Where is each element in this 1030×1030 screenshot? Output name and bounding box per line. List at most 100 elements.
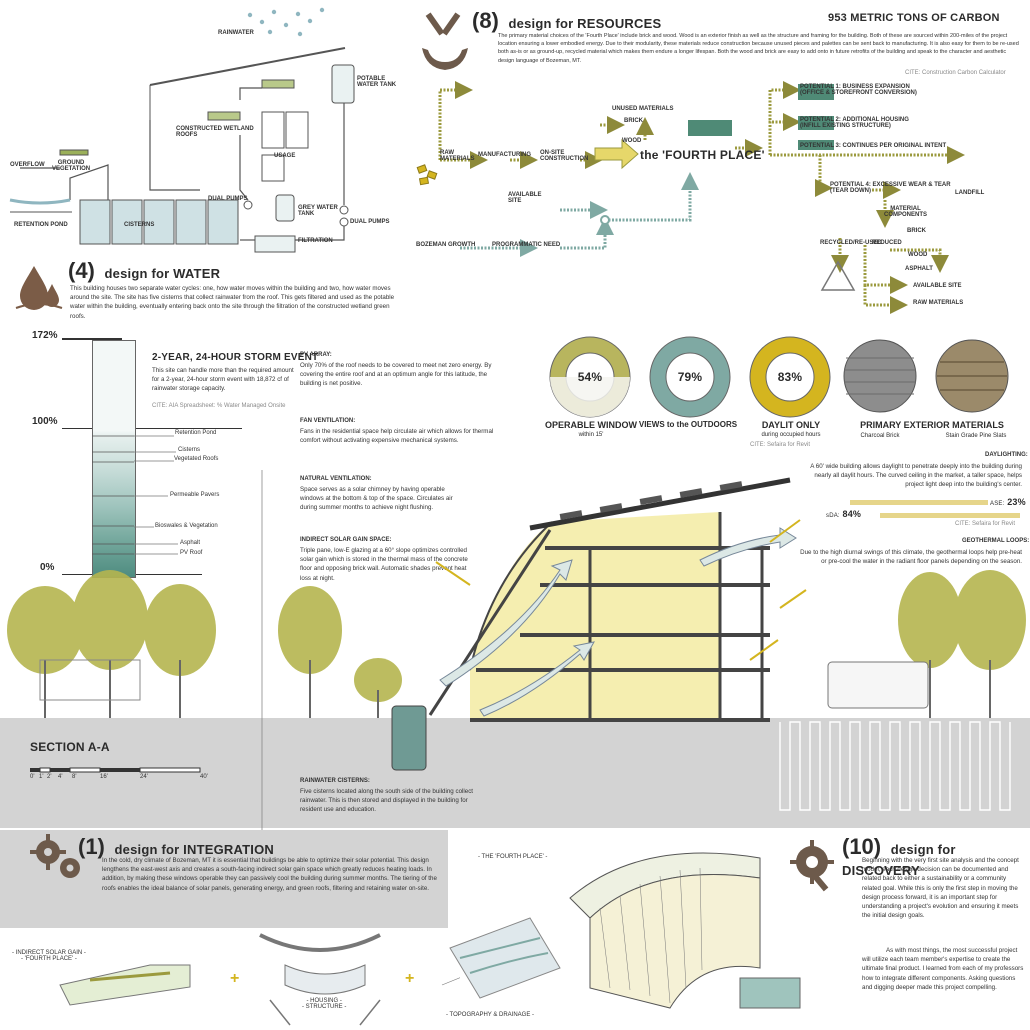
scale-0: 0' (30, 774, 35, 780)
integration-band (0, 830, 448, 928)
label-cisterns: CISTERNS (124, 222, 155, 228)
discovery-body: Beginning with the very first site analy… (862, 857, 1019, 920)
fan-body: Fans in the residential space help circu… (300, 428, 494, 445)
label-available-site-2: AVAILABLE SITE (913, 283, 962, 289)
gauge-sub-3: during occupied hours (761, 432, 821, 438)
storm-title: 2-YEAR, 24-HOUR STORM EVENT (152, 352, 319, 363)
section-title: SECTION A-A (30, 740, 110, 754)
storm-pct-0: 0% (40, 562, 55, 573)
building-section-drawing (0, 470, 1030, 830)
daylight-cite: CITE: Sefaira for Revit (955, 521, 1016, 527)
scale-16: 16' (100, 774, 108, 780)
storm-pct-172: 172% (32, 330, 58, 341)
discovery-body-2: As with most things, the most successful… (862, 947, 1024, 991)
label-filtration: FILTRATION (298, 238, 333, 244)
scale-4: 4' (58, 774, 63, 780)
gauge-sub-1: within 15' (578, 432, 604, 438)
recycle-icon (820, 260, 856, 291)
label-unused-materials: UNUSED MATERIALS (612, 106, 674, 112)
resources-cite: CITE: Construction Carbon Calculator (905, 70, 1006, 76)
gauge-cite: CITE: Sefaira for Revit (750, 442, 811, 448)
sda-bar (880, 513, 1020, 518)
label-raw-materials: RAW MATERIALS (440, 150, 475, 162)
sketch-label-3: - TOPOGRAPHY & DRAINAGE - (446, 1012, 535, 1018)
nat-body: Space serves as a solar chimney by havin… (300, 486, 453, 512)
sda-lbl: sDA: (826, 513, 840, 519)
label-wood: WOOD (622, 138, 642, 144)
label-reduced: REDUCED (872, 240, 902, 246)
fourth-place-label: the 'FOURTH PLACE' (640, 148, 765, 162)
svg-text:+: + (230, 970, 239, 987)
gauge-label-1: OPERABLE WINDOW (545, 420, 637, 430)
pv-head: PV ARRAY: (300, 352, 332, 358)
sketch-label-4: - THE 'FOURTH PLACE' - (478, 854, 548, 860)
label-potable-tank: POTABLE WATER TANK (357, 76, 397, 88)
label-ground-vegetation: GROUND VEGETATION (52, 160, 91, 172)
gauge-daylit (749, 336, 831, 418)
cistern-body: Five cisterns located along the south si… (300, 788, 474, 814)
integration-heading-num: (1) (78, 834, 105, 859)
label-wetland-roofs: CONSTRUCTED WETLAND ROOFS (176, 126, 254, 138)
gauge-label-3: DAYLIT ONLY (761, 420, 821, 430)
cistern-head: RAINWATER CISTERNS: (300, 778, 370, 784)
label-landfill: LANDFILL (955, 190, 985, 196)
scale-40: 40' (200, 774, 208, 780)
resources-heading-title: design for RESOURCES (508, 16, 662, 31)
gauge-label-2: VIEWS to the OUTDOORS (638, 420, 738, 429)
label-dual-pumps-2: DUAL PUMPS (350, 219, 390, 225)
label-grey-tank: GREY WATER TANK (298, 205, 338, 217)
storm-item-asphalt: Asphalt (180, 540, 201, 546)
svg-text:+: + (405, 970, 414, 987)
storm-cite: CITE: AIA Spreadsheet: % Water Managed O… (152, 403, 286, 409)
storm-item-permeable-pavers: Permeable Pavers (170, 492, 220, 498)
gauges-svg (549, 336, 831, 418)
label-available-site: AVAILABLE SITE (508, 192, 542, 204)
label-asphalt: ASPHALT (905, 266, 933, 272)
label-raw-materials-2: RAW MATERIALS (913, 300, 964, 306)
sketch-label-2: - HOUSING - - STRUCTURE - (302, 998, 347, 1010)
scale-8: 8' (72, 774, 77, 780)
label-brick: BRICK (624, 118, 643, 124)
storm-item-pv-roof: PV Roof (180, 550, 203, 556)
concept-sketches: + + (59, 933, 460, 1026)
label-usage: USAGE (274, 153, 296, 159)
water-drop-icon (15, 266, 63, 310)
label-potential-3: POTENTIAL 3: CONTINUES PER ORIGINAL INTE… (800, 143, 947, 149)
label-onsite-construction: ON-SITE CONSTRUCTION (540, 150, 589, 162)
label-bozeman-growth: BOZEMAN GROWTH (416, 242, 476, 248)
gauge-operable-window (549, 336, 631, 418)
daylight-body: A 60' wide building allows daylight to p… (810, 463, 1022, 489)
resource-flow-diagram (416, 81, 965, 314)
discovery-heading: (10) design for DISCOVERY (842, 834, 1030, 879)
label-overflow: OVERFLOW (10, 162, 45, 168)
daylight-head: DAYLIGHTING: (985, 452, 1028, 458)
gauge-value-3: 83% (777, 370, 803, 384)
resources-heading-num: (8) (472, 8, 499, 33)
material-2: Stain Grade Pine Slats (945, 433, 1007, 439)
label-manufacturing: MANUFACTURING (478, 152, 531, 158)
gear-wrench-icon (790, 840, 834, 892)
label-potential-4: POTENTIAL 4: EXCESSIVE WEAR & TEAR (TEAR… (830, 182, 951, 194)
ase-label: ASE: 23% (990, 497, 1026, 507)
solar-body: Triple pane, low-E glazing at a 60° slop… (300, 547, 468, 582)
gauge-value-1: 54% (577, 370, 603, 384)
label-retention-pond: RETENTION POND (14, 222, 68, 228)
nat-head: NATURAL VENTILATION: (300, 476, 372, 482)
storm-bar-dividers (92, 435, 134, 555)
storm-leader-lines (134, 435, 178, 555)
resources-heading: (8) design for RESOURCES (472, 8, 661, 34)
label-potential-1: POTENTIAL 1: BUSINESS EXPANSION (OFFICE … (800, 84, 917, 96)
integration-heading-title: design for INTEGRATION (114, 842, 274, 857)
gauge-views (649, 336, 731, 418)
scale-24: 24' (140, 774, 148, 780)
label-rainwater: RAINWATER (218, 30, 254, 36)
storm-item-vegetated-roofs: Vegetated Roofs (174, 456, 219, 462)
material-swatches (843, 339, 1009, 413)
pv-body: Only 70% of the roof needs to be covered… (300, 362, 492, 388)
gauge-value-2: 79% (677, 370, 703, 384)
water-heading-title: design for WATER (104, 266, 221, 281)
water-cycle-diagram (9, 7, 355, 253)
geo-head: GEOTHERMAL LOOPS: (962, 538, 1030, 544)
material-1: Charcoal Brick (860, 433, 900, 439)
water-heading-num: (4) (68, 258, 95, 283)
